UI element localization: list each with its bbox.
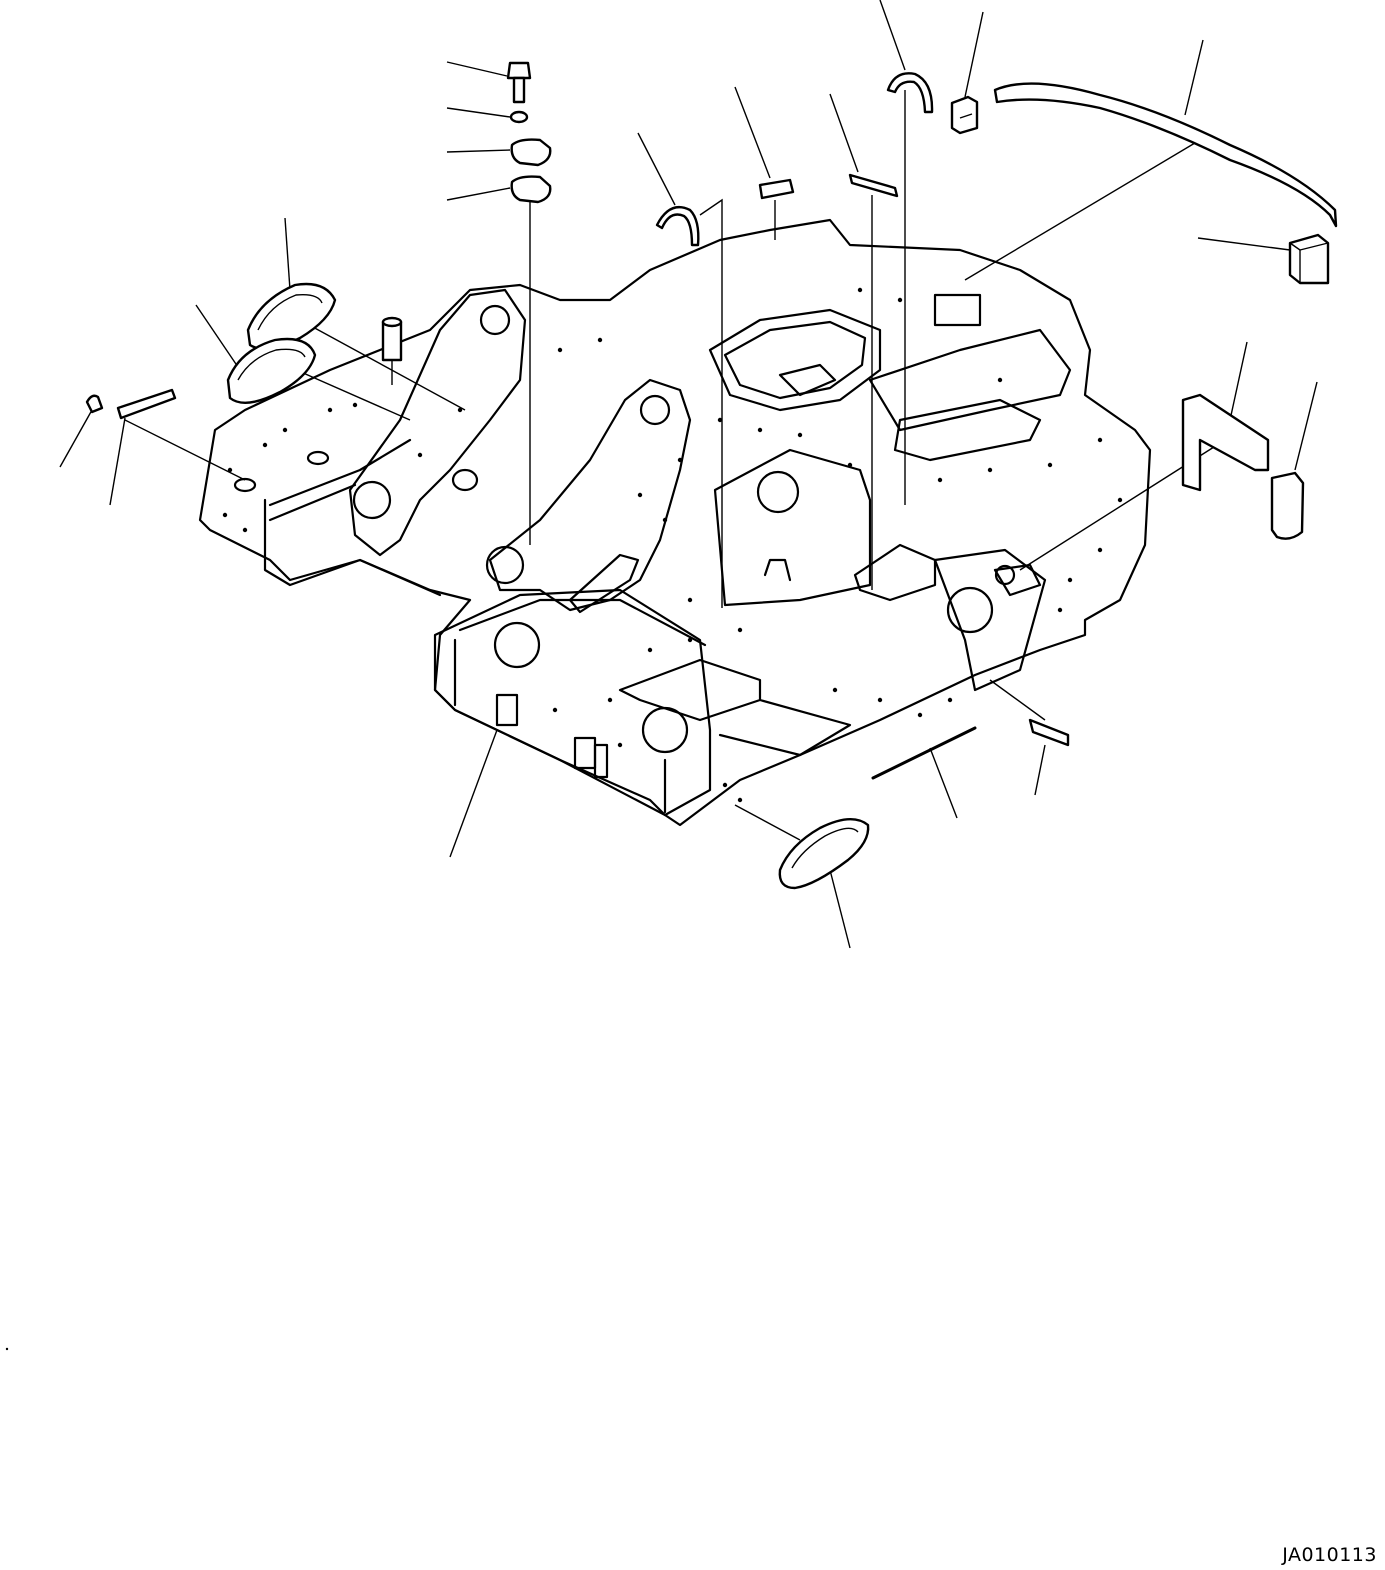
leader-cable-clip (59, 409, 93, 468)
pad-centre (758, 178, 795, 200)
bolt-part (506, 61, 532, 104)
block-right (1288, 233, 1330, 285)
boom-pin-hole-left-lower (352, 480, 392, 520)
cover-plate-upper (510, 138, 552, 167)
frame-side-panel (268, 438, 412, 522)
leader-grommet-lower-drop (284, 364, 411, 421)
loose-parts (85, 61, 1338, 890)
boom-slot-right (568, 553, 640, 614)
floor-plate-right (718, 698, 852, 757)
leader-plate (109, 417, 126, 506)
grommet-lower (226, 337, 317, 404)
grommet-front (778, 818, 870, 890)
leader-seal-long (1184, 39, 1204, 116)
deck-channel-lower (893, 398, 1042, 462)
leader-small-bar (1034, 744, 1046, 796)
floor-hole-rear-left-1 (233, 477, 257, 493)
counterweight-seat (993, 563, 1042, 597)
leader-cover-upper (446, 149, 511, 153)
floor-plate-centre (618, 658, 762, 722)
cap-top (950, 95, 979, 135)
centre-tunnel-box (713, 448, 872, 607)
leader-grommet-upper-drop (299, 319, 466, 411)
front-wall-tab-3 (593, 743, 609, 779)
leader-grommet-upper (284, 217, 291, 291)
front-wall-tab-1 (495, 693, 519, 727)
access-hole-centre (756, 470, 800, 514)
boom-bracket-left (348, 288, 527, 557)
clamp-centre (655, 205, 700, 247)
leader-pad-centre (734, 86, 771, 179)
rear-right-box (933, 548, 1047, 692)
strip-top (848, 173, 899, 198)
cable-clip-left (85, 394, 104, 414)
leader-rod (929, 747, 958, 819)
centre-tunnel-notch (763, 558, 792, 582)
leader-small-bar-drop (989, 679, 1046, 721)
swing-motor-mount (778, 363, 837, 397)
leader-grommet-front-drop (734, 804, 801, 841)
cover-plate-lower (510, 175, 552, 204)
swing-circle-opening (708, 308, 882, 412)
floor-hole-rear-left-2 (306, 450, 330, 466)
leader-plate-drop (124, 419, 246, 481)
leader-bolt (446, 61, 508, 77)
clip-top (886, 72, 934, 114)
plate-left (116, 388, 177, 420)
leader-angle-bracket (1229, 341, 1248, 421)
floor-hole-left-3 (451, 468, 479, 492)
front-left-box-face (453, 638, 667, 814)
leader-block-right (1197, 237, 1291, 251)
stray-mark (5, 1347, 9, 1351)
boom-pin-hole-left (479, 304, 511, 336)
leader-grommet-front (829, 869, 851, 949)
leader-grommet-lower (195, 304, 241, 371)
leader-clamp-centre-drop (699, 198, 723, 608)
leader-clip-top (879, 0, 906, 71)
leader-seal-long-drop (964, 136, 1206, 281)
boom-bracket-right (488, 378, 692, 612)
boom-cylinder-pin (485, 545, 525, 585)
post-part (381, 316, 403, 362)
leader-washer (446, 107, 511, 118)
seal-long (993, 82, 1338, 228)
revolving-frame (198, 218, 1152, 827)
front-wall-tab-2 (573, 736, 597, 770)
deck-plate-block (933, 293, 982, 327)
rod-part (871, 726, 977, 780)
access-hole-front-1 (493, 621, 541, 669)
counterweight-bolt-hole (994, 564, 1016, 586)
leader-cover-lower (446, 187, 511, 201)
front-left-box (433, 588, 712, 817)
leader-strip-top (829, 93, 859, 173)
small-bar (1028, 718, 1070, 747)
deck-channel-upper (868, 328, 1072, 432)
frame-bolt-dots (222, 287, 1123, 803)
rear-right-channel (853, 543, 937, 602)
boom-pin-hole-right (639, 394, 671, 426)
angle-bracket (1181, 393, 1270, 492)
access-hole-rear-right (946, 586, 994, 634)
swing-circle-inner (723, 320, 867, 400)
drawing-code: JA010113 (1282, 1544, 1377, 1566)
front-left-box-top (458, 598, 707, 647)
frame-deck-outline (198, 218, 1152, 827)
end-cap-right (1270, 471, 1305, 540)
washer-part (509, 110, 529, 124)
leader-lines (59, 0, 1318, 949)
leader-cap-top (964, 11, 984, 98)
frame-lower-edge (263, 498, 442, 597)
leader-front-box (449, 729, 498, 858)
leader-clamp-centre (637, 132, 676, 206)
leader-end-cap (1294, 381, 1318, 471)
